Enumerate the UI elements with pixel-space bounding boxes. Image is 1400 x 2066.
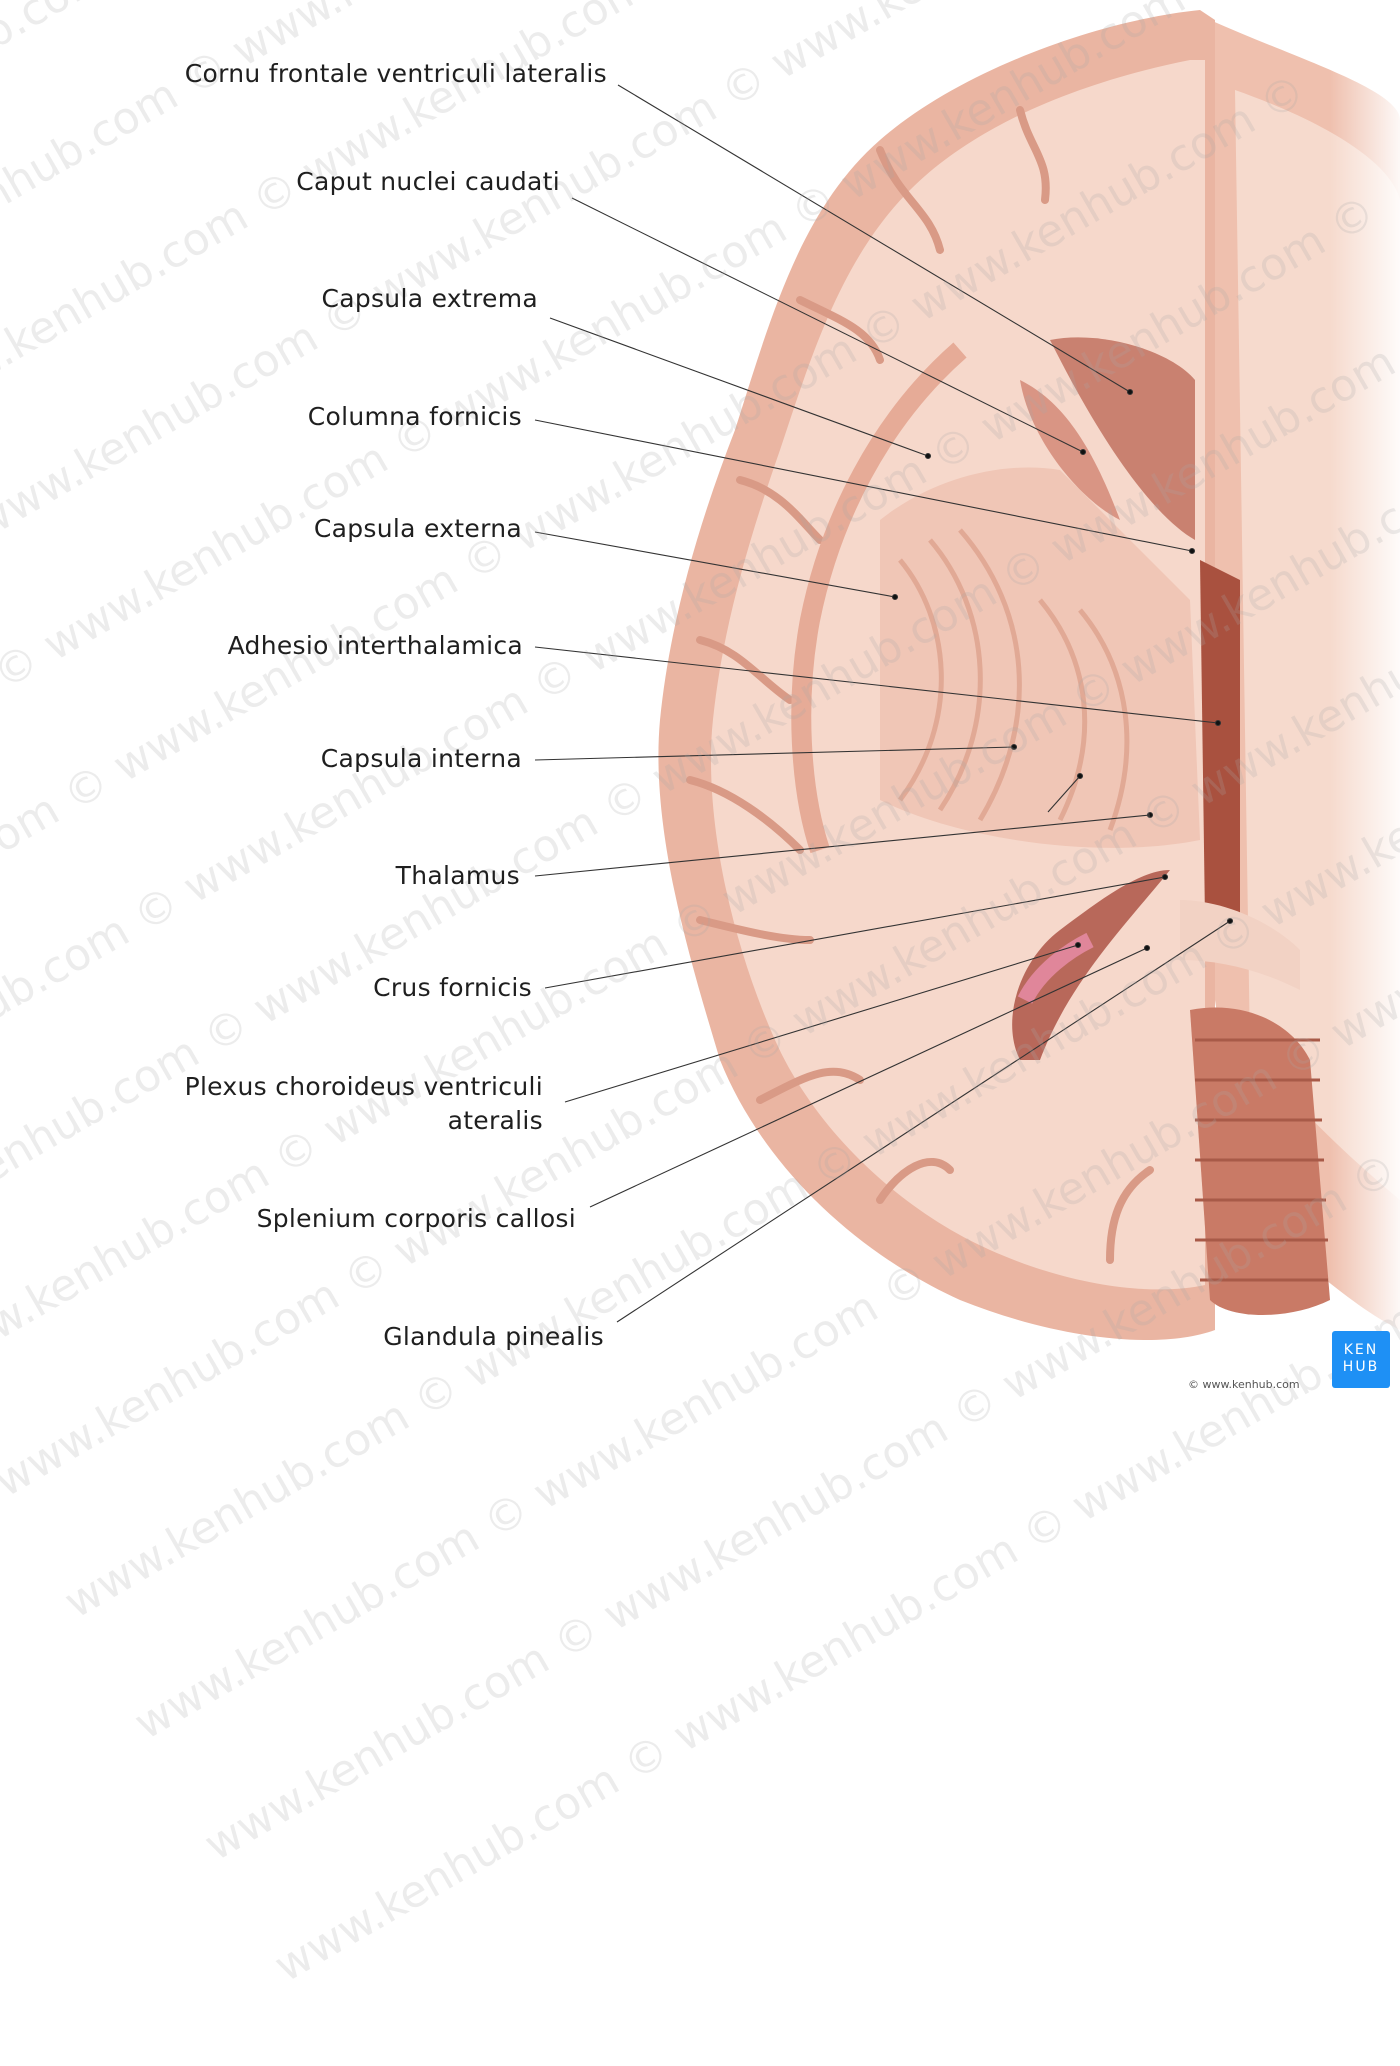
- label-cornu-frontale: Cornu frontale ventriculi lateralis: [184, 59, 607, 88]
- label-capsula-externa: Capsula externa: [313, 514, 522, 543]
- leader-line: [589, 947, 1148, 1208]
- copyright-text: © www.kenhub.com: [1188, 1378, 1300, 1391]
- label-crus-fornicis: Crus fornicis: [373, 973, 532, 1002]
- kenhub-logo: KEN HUB: [1332, 1331, 1390, 1388]
- label-line-1: Plexus choroideus ventriculi: [184, 1072, 543, 1101]
- label-line-2: ateralis: [447, 1106, 543, 1135]
- label-plexus-choroideus: Plexus choroideus ventriculi ateralis: [185, 1070, 543, 1138]
- label-thalamus: Thalamus: [395, 861, 520, 890]
- brain-illustration: [534, 0, 1400, 1400]
- leader-line: [534, 419, 1193, 552]
- label-capsula-extrema: Capsula extrema: [321, 284, 538, 313]
- leader-line: [549, 317, 929, 457]
- leader-line: [571, 197, 1084, 453]
- leader-line: [1047, 775, 1081, 813]
- label-columna-fornicis: Columna fornicis: [307, 402, 522, 431]
- leader-line: [534, 646, 1219, 724]
- leader-line: [534, 746, 1015, 761]
- label-adhesio-interthalamica: Adhesio interthalamica: [227, 631, 523, 660]
- label-caput-nuclei-caudati: Caput nuclei caudati: [296, 167, 560, 196]
- leader-line: [534, 814, 1151, 877]
- leader-line: [534, 531, 896, 598]
- label-splenium: Splenium corporis callosi: [256, 1204, 576, 1233]
- label-capsula-interna: Capsula interna: [320, 744, 522, 773]
- leader-line: [616, 920, 1231, 1323]
- leader-line: [544, 876, 1166, 989]
- logo-line-2: HUB: [1342, 1359, 1380, 1375]
- leader-line: [564, 944, 1079, 1103]
- leader-line: [617, 84, 1131, 393]
- label-glandula-pinealis: Glandula pinealis: [383, 1322, 604, 1351]
- logo-line-1: KEN: [1343, 1342, 1379, 1358]
